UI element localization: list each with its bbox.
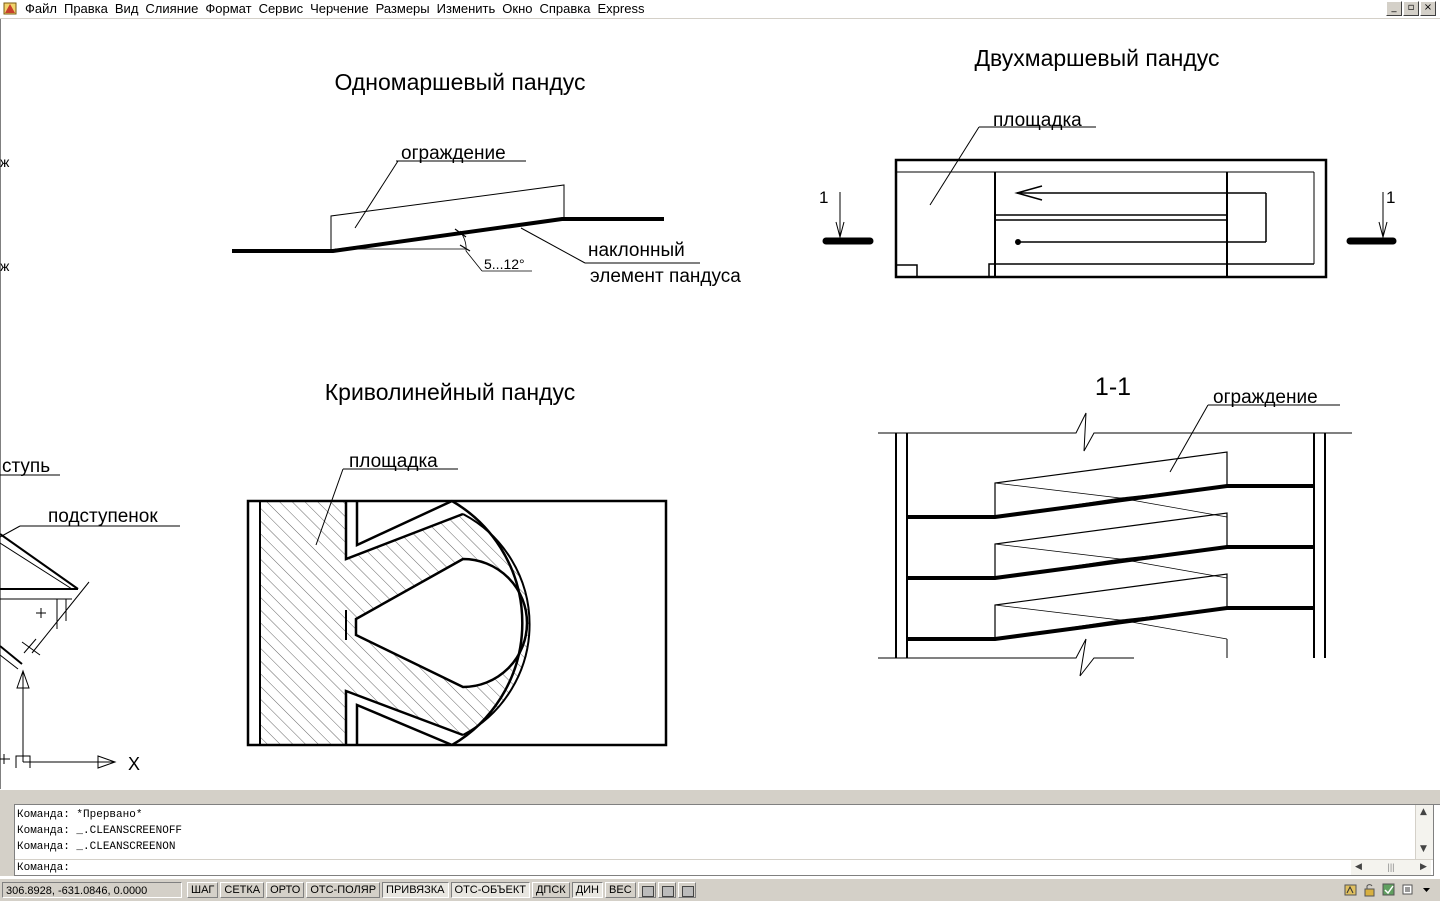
ramp2-platform-label: площадка bbox=[993, 110, 1082, 131]
ramp1-railing-label: ограждение bbox=[401, 143, 506, 164]
left-fragment: ж ж ступь подступенок X bbox=[0, 154, 180, 774]
ramp3-platform-label: площадка bbox=[349, 451, 438, 472]
step-label: ступь bbox=[2, 456, 50, 477]
status-toggle-button[interactable]: СЕТКА bbox=[220, 882, 265, 898]
menu-item[interactable]: Сервис bbox=[258, 1, 304, 16]
status-toggle-button[interactable]: ОТС-ОБЪЕКТ bbox=[450, 882, 530, 898]
edge-char-2: ж bbox=[0, 258, 10, 274]
command-horizontal-scrollbar[interactable]: ◀ ||| ▶ bbox=[1351, 860, 1431, 875]
ramp1-angle-label: 5...12° bbox=[484, 256, 525, 272]
command-history-line: Команда: *Прервано* bbox=[17, 809, 143, 821]
scroll-thumb[interactable]: ||| bbox=[1387, 862, 1395, 872]
status-toggle-button[interactable]: ДИН bbox=[571, 882, 604, 898]
menu-item[interactable]: Вид bbox=[114, 1, 139, 16]
menu-item[interactable]: Формат bbox=[205, 1, 252, 16]
autocad-app-icon[interactable] bbox=[3, 2, 17, 15]
menu-item[interactable]: Справка bbox=[539, 1, 591, 16]
command-window-grip[interactable] bbox=[0, 804, 14, 876]
lock-icon[interactable] bbox=[1362, 882, 1377, 897]
section-1-1: 1-1 ограждение bbox=[878, 373, 1352, 677]
model-layout-icon[interactable] bbox=[637, 882, 656, 898]
edge-char-1: ж bbox=[0, 154, 10, 170]
scroll-down-icon[interactable]: ▼ bbox=[1420, 844, 1427, 854]
restore-button[interactable]: ▫ bbox=[1403, 1, 1419, 16]
menu-item[interactable]: Файл bbox=[25, 1, 57, 16]
menu-item[interactable]: Окно bbox=[502, 1, 533, 16]
minimize-button[interactable]: _ bbox=[1386, 1, 1402, 16]
axis-x-label: X bbox=[128, 754, 140, 774]
close-button[interactable]: × bbox=[1420, 1, 1436, 16]
status-menu-chevron-icon[interactable] bbox=[1419, 882, 1434, 897]
two-flight-ramp: Двухмаршевый пандус площадка 1 1 bbox=[819, 45, 1397, 279]
command-history: Команда: *Прервано* Команда: _.CLEANSCRE… bbox=[17, 807, 1415, 855]
status-splitter-icon[interactable] bbox=[677, 882, 696, 898]
command-vertical-scrollbar[interactable]: ▲ ▼ bbox=[1415, 805, 1433, 859]
command-history-line: Команда: _.CLEANSCREENON bbox=[17, 841, 176, 853]
section-mark-right: 1 bbox=[1386, 188, 1395, 207]
command-prompt[interactable]: Команда: bbox=[17, 862, 70, 874]
scroll-right-icon[interactable]: ▶ bbox=[1420, 862, 1427, 872]
riser-label: подступенок bbox=[48, 506, 158, 527]
status-toggle-button[interactable]: ШАГ bbox=[187, 882, 219, 898]
menu-items: Файл Правка Вид Слияние Формат Сервис Черчение… bbox=[25, 0, 651, 18]
scroll-up-icon[interactable]: ▲ bbox=[1420, 807, 1427, 817]
status-toggle-button[interactable]: ОТС-ПОЛЯР bbox=[306, 882, 381, 898]
command-window-splitter[interactable] bbox=[0, 789, 1440, 805]
window-controls: _ ▫ × bbox=[1386, 1, 1436, 16]
command-window: Команда: *Прервано* Команда: _.CLEANSCRE… bbox=[14, 804, 1434, 876]
status-tray bbox=[1343, 882, 1434, 897]
curvilinear-ramp: Криволинейный пандус площадка bbox=[246, 379, 668, 747]
menu-item[interactable]: Изменить bbox=[436, 1, 496, 16]
annotation-scale-icon[interactable] bbox=[1343, 882, 1358, 897]
section-title: 1-1 bbox=[1095, 373, 1131, 401]
quick-view-icon[interactable] bbox=[657, 882, 676, 898]
section-railing-label: ограждение bbox=[1213, 387, 1318, 408]
status-toggle-button[interactable]: ДПСК bbox=[531, 882, 570, 898]
status-toggle-button[interactable]: ОРТО bbox=[266, 882, 305, 898]
status-toggle-button[interactable]: ПРИВЯЗКА bbox=[382, 882, 449, 898]
drawing-canvas[interactable]: Одномаршевый пандус ограждение наклонный… bbox=[0, 19, 1440, 789]
single-flight-ramp: Одномаршевый пандус ограждение наклонный… bbox=[232, 69, 741, 287]
double-ramp-title: Двухмаршевый пандус bbox=[974, 45, 1219, 71]
menu-item[interactable]: Express bbox=[597, 1, 645, 16]
viewport-left-border bbox=[0, 19, 1, 789]
command-input-row[interactable]: Команда: ◀ ||| ▶ bbox=[15, 859, 1433, 876]
curved-ramp-title: Криволинейный пандус bbox=[325, 379, 575, 405]
menu-item[interactable]: Размеры bbox=[375, 1, 430, 16]
status-toggle-button[interactable]: ВЕС bbox=[605, 882, 636, 898]
ramp1-incline-label-1: наклонный bbox=[588, 240, 685, 261]
command-history-line: Команда: _.CLEANSCREENOFF bbox=[17, 825, 183, 837]
ramp1-incline-label-2: элемент пандуса bbox=[590, 266, 741, 287]
section-mark-left: 1 bbox=[819, 188, 828, 207]
single-ramp-title: Одномаршевый пандус bbox=[334, 69, 585, 95]
menu-item[interactable]: Слияние bbox=[145, 1, 199, 16]
menu-item[interactable]: Черчение bbox=[310, 1, 369, 16]
menu-item[interactable]: Правка bbox=[63, 1, 108, 16]
tray-settings-icon[interactable] bbox=[1381, 882, 1396, 897]
scroll-left-icon[interactable]: ◀ bbox=[1355, 862, 1362, 872]
menu-bar: Файл Правка Вид Слияние Формат Сервис Черчение… bbox=[0, 0, 1440, 19]
coordinates-readout[interactable]: 306.8928, -631.0846, 0.0000 bbox=[2, 882, 182, 898]
clean-screen-icon[interactable] bbox=[1400, 882, 1415, 897]
